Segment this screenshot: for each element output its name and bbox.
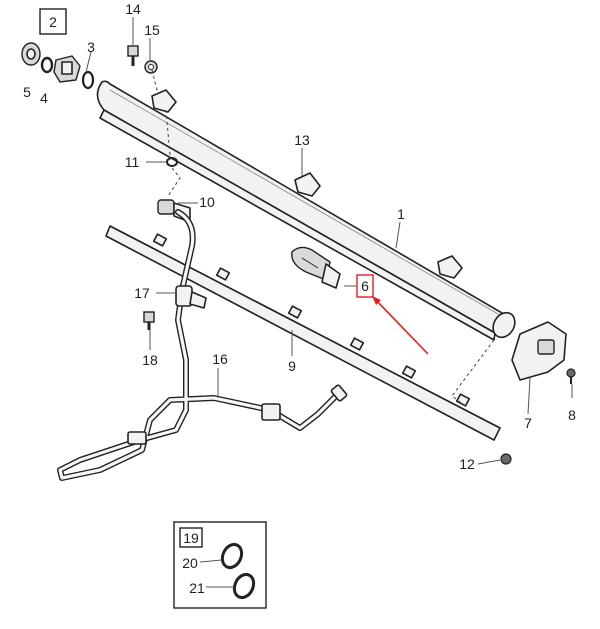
callout-18: 18	[142, 352, 158, 368]
callout-8: 8	[568, 407, 576, 423]
callout-4: 4	[40, 90, 48, 106]
o-ring-3	[81, 70, 95, 90]
bracket-strip-9	[105, 225, 501, 441]
pipe-clip-17	[175, 285, 207, 309]
screw-8	[566, 368, 576, 384]
callout-6: 6	[361, 278, 369, 294]
callout-21: 21	[189, 580, 205, 596]
callout-1: 1	[397, 206, 405, 222]
callout-14: 14	[125, 1, 141, 17]
leader-lines	[85, 17, 573, 465]
callout-20: 20	[182, 555, 198, 571]
group-label: 2	[39, 8, 67, 35]
seal-washer-4	[40, 56, 54, 74]
callout-9: 9	[288, 358, 296, 374]
assembly-guides	[151, 69, 495, 409]
callout-5: 5	[23, 84, 31, 100]
fuel-pipe-16	[57, 209, 348, 481]
screw-12	[500, 453, 512, 465]
svg-text:2: 2	[49, 14, 57, 30]
callout-19: 19	[183, 530, 199, 546]
nut-15	[144, 60, 158, 74]
callout-3: 3	[87, 39, 95, 55]
seal-kit-inset: 19 20 21	[173, 521, 267, 609]
callout-7: 7	[524, 415, 532, 431]
callouts: 1 3 4 5 7 8 9 10 11 12 13 14 15 16 17 18	[23, 1, 576, 472]
callout-15: 15	[144, 22, 160, 38]
callout-10: 10	[199, 194, 215, 210]
highlighted-callout-6: 6	[356, 274, 429, 355]
callout-13: 13	[294, 132, 310, 148]
pressure-sensor-3	[53, 55, 81, 83]
callout-16: 16	[212, 351, 228, 367]
bolt-18	[143, 311, 155, 330]
o-ring-21	[232, 572, 256, 600]
o-ring-11	[166, 157, 178, 167]
callout-11: 11	[125, 154, 140, 170]
fuel-rail	[96, 80, 516, 341]
bolt-14	[127, 45, 139, 66]
rail-end-cap-5	[21, 42, 41, 66]
callout-17: 17	[134, 285, 150, 301]
o-ring-20	[220, 542, 244, 570]
fuel-injector-6	[291, 246, 341, 289]
sensor-7	[511, 321, 567, 381]
callout-12: 12	[459, 456, 475, 472]
